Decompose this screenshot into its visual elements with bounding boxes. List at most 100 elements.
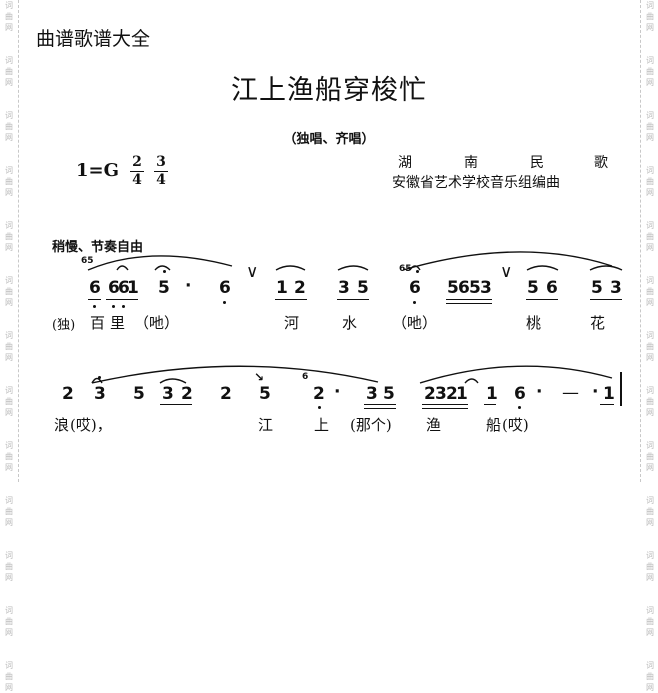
note: 6 [108, 278, 120, 298]
watermark-char: 词 [646, 221, 654, 230]
watermark-char: 网 [5, 353, 13, 362]
watermark-char: 曲 [5, 287, 13, 296]
watermark-char: 曲 [5, 12, 13, 21]
watermark-char: 词 [5, 276, 13, 285]
underline [590, 299, 622, 300]
low-octave-dot [318, 406, 321, 409]
low-octave-dot [223, 301, 226, 304]
note: 1 [456, 384, 468, 404]
credit-arranger: 安徽省艺术学校音乐组编曲 [392, 175, 560, 191]
underline [364, 404, 396, 405]
watermark-char: 网 [5, 628, 13, 637]
watermark-char: 网 [5, 78, 13, 87]
note: 6 [514, 384, 526, 404]
fermata-dot [416, 270, 419, 273]
underline [600, 404, 614, 405]
note-dot: · [334, 382, 341, 402]
watermark-char: 网 [646, 188, 654, 197]
watermark-char: 词 [646, 111, 654, 120]
key-signature: 1=G [76, 160, 119, 181]
underline [337, 299, 369, 300]
watermark-char: 网 [646, 628, 654, 637]
lyric: 里 [110, 314, 126, 332]
lyric: 河 [284, 314, 300, 332]
watermark-char: 曲 [5, 177, 13, 186]
lyric: 花 [590, 314, 606, 332]
watermark-char: 曲 [646, 452, 654, 461]
watermark-char: 曲 [5, 122, 13, 131]
note: 5 [158, 278, 170, 298]
note: 2 [424, 384, 436, 404]
slur-lines [87, 251, 623, 384]
note: 3 [366, 384, 378, 404]
accent-mark: ↘ [254, 370, 265, 384]
lyric: (独) [52, 318, 76, 333]
lyric: （吔） [134, 314, 180, 332]
underline [526, 299, 558, 300]
note: 6 [546, 278, 558, 298]
underline [484, 404, 496, 405]
note-dot: · [592, 382, 599, 402]
watermark-char: 词 [646, 166, 654, 175]
watermark-char: 词 [5, 1, 13, 10]
note: 3 [480, 278, 492, 298]
note: 5 [591, 278, 603, 298]
lyric: (那个) [350, 416, 392, 434]
low-octave-dot [93, 305, 96, 308]
watermark-char: 曲 [5, 397, 13, 406]
underline [106, 299, 138, 300]
grace-note: 65 [399, 264, 412, 274]
note: 3 [610, 278, 622, 298]
watermark-char: 词 [646, 606, 654, 615]
watermark-char: 曲 [5, 507, 13, 516]
watermark-char: 词 [5, 56, 13, 65]
watermark-char: 曲 [646, 507, 654, 516]
watermark-char: 曲 [646, 397, 654, 406]
watermark-char: 词 [5, 111, 13, 120]
lyric: （吔） [392, 314, 438, 332]
right-divider [640, 0, 641, 482]
watermark-char: 网 [5, 573, 13, 582]
watermark-char: 词 [646, 496, 654, 505]
lyric: (哎) [502, 416, 529, 434]
note: 5 [259, 384, 271, 404]
watermark-char: 网 [646, 133, 654, 142]
watermark-char: 词 [646, 56, 654, 65]
lyric: 船 [486, 416, 502, 434]
underline [422, 408, 468, 409]
fermata-dot [163, 270, 166, 273]
watermark-char: 网 [5, 23, 13, 32]
note: 3 [162, 384, 174, 404]
watermark-char: 曲 [5, 342, 13, 351]
watermark-char: 网 [646, 243, 654, 252]
underline [446, 299, 492, 300]
watermark-char: 网 [5, 298, 13, 307]
watermark-char: 词 [646, 441, 654, 450]
watermark-char: 词 [5, 551, 13, 560]
watermark-char: 网 [646, 683, 654, 692]
watermark-char: 网 [646, 23, 654, 32]
note: 6 [219, 278, 231, 298]
left-divider [18, 0, 19, 482]
watermark-char: 曲 [5, 67, 13, 76]
breath-mark: ∨ [246, 262, 259, 282]
watermark-char: 曲 [646, 67, 654, 76]
watermark-char: 曲 [646, 287, 654, 296]
watermark-char: 网 [5, 243, 13, 252]
watermark-char: 曲 [646, 342, 654, 351]
song-subtitle: （独唱、齐唱） [283, 132, 375, 147]
lyric: 渔 [426, 416, 442, 434]
site-name: 曲谱歌谱大全 [36, 28, 151, 50]
note: 1 [276, 278, 288, 298]
watermark-char: 曲 [5, 232, 13, 241]
note: 6 [458, 278, 470, 298]
note: 1 [486, 384, 498, 404]
underline [88, 299, 101, 300]
note: 3 [94, 384, 106, 404]
watermark-char: 词 [5, 331, 13, 340]
note: 2 [313, 384, 325, 404]
watermark-char: 网 [5, 518, 13, 527]
watermark-char: 曲 [646, 232, 654, 241]
watermark-char: 词 [646, 331, 654, 340]
